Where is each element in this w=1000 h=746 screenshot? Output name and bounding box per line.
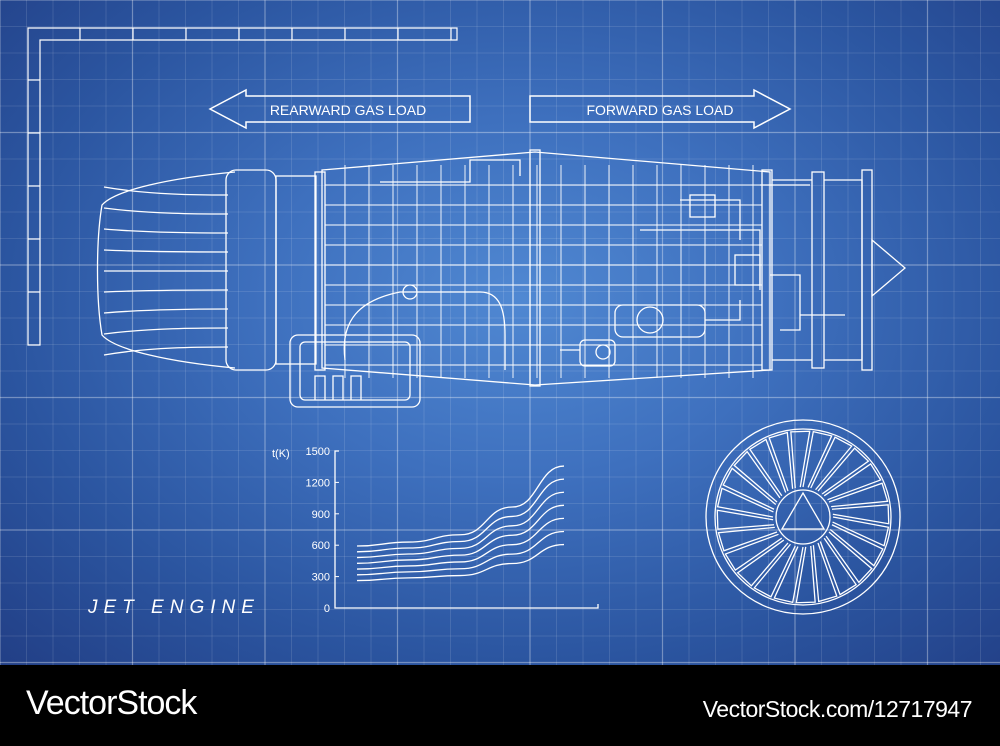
- y-tick-label: 1200: [306, 477, 330, 489]
- intake-rib: [103, 289, 229, 293]
- fan-blade: [825, 531, 873, 584]
- fan-blade: [802, 430, 833, 488]
- intake-rib: [103, 228, 229, 234]
- chart-series-line: [356, 491, 565, 559]
- corner-ruler: [27, 27, 458, 346]
- fan-blade: [716, 509, 775, 530]
- engine-casing: [314, 149, 907, 387]
- fan-blade: [722, 467, 777, 510]
- fan-blade: [810, 436, 853, 491]
- piping: [343, 159, 845, 370]
- intake-rib: [103, 308, 229, 314]
- vectorstock-url: VectorStock.com/12717947: [702, 696, 973, 722]
- fan-blade: [748, 438, 787, 497]
- fan-blade: [828, 482, 889, 508]
- fan-blade: [716, 487, 774, 518]
- forward-gas-load-arrow: FORWARD GAS LOAD: [529, 88, 792, 130]
- fan-blade: [773, 546, 804, 604]
- y-tick-label: 300: [312, 572, 330, 584]
- fan-blade: [768, 431, 794, 492]
- fan-blade: [812, 542, 838, 603]
- grid: [0, 0, 1000, 665]
- chart-series-line: [356, 530, 565, 576]
- intake-nozzle: [96, 169, 317, 371]
- intake-rib: [103, 346, 229, 356]
- intake-rib: [103, 249, 229, 253]
- fan-blade: [817, 447, 870, 495]
- blueprint-drawing: REARWARD GAS LOAD FORWARD GAS LOAD: [0, 0, 1000, 665]
- y-tick-label: 1500: [306, 446, 330, 458]
- vectorstock-logo: VectorStock: [26, 684, 197, 722]
- fan-blade: [790, 430, 811, 489]
- fan-blade: [736, 539, 789, 587]
- fan-blade: [753, 543, 796, 598]
- jet-engine-title: JET ENGINE: [87, 597, 260, 618]
- rearward-gas-load-arrow: REARWARD GAS LOAD: [208, 88, 471, 130]
- chart-series-line: [356, 478, 565, 553]
- temperature-chart: t(K) 1500 1200 900 600 300 0: [272, 446, 599, 615]
- fan-blade: [831, 504, 890, 525]
- chart-series-line: [356, 504, 565, 564]
- intake-rib: [103, 186, 229, 196]
- fan-blade: [829, 524, 884, 567]
- fan-front-view: [705, 419, 901, 615]
- forward-gas-load-label: FORWARD GAS LOAD: [586, 102, 733, 118]
- fan-blade: [819, 537, 858, 596]
- gearbox: [289, 334, 421, 408]
- fan-blade: [832, 516, 890, 547]
- blueprint-canvas: REARWARD GAS LOAD FORWARD GAS LOAD: [0, 0, 1000, 665]
- fan-blade: [823, 462, 882, 501]
- chart-series-line: [356, 543, 565, 582]
- chart-series-line: [356, 465, 565, 547]
- fan-blade: [724, 533, 783, 572]
- chart-ylabel: t(K): [272, 448, 290, 460]
- rearward-gas-load-label: REARWARD GAS LOAD: [270, 102, 426, 118]
- y-tick-label: 900: [312, 509, 330, 521]
- intake-rib: [103, 207, 229, 215]
- y-tick-label: 0: [324, 603, 330, 615]
- fan-blade: [733, 450, 781, 503]
- fan-blade: [717, 526, 778, 552]
- intake-rib: [103, 327, 229, 335]
- y-tick-label: 600: [312, 540, 330, 552]
- engine-side-view: [96, 149, 907, 408]
- chart-series-line: [356, 517, 565, 570]
- fan-blade: [795, 545, 816, 604]
